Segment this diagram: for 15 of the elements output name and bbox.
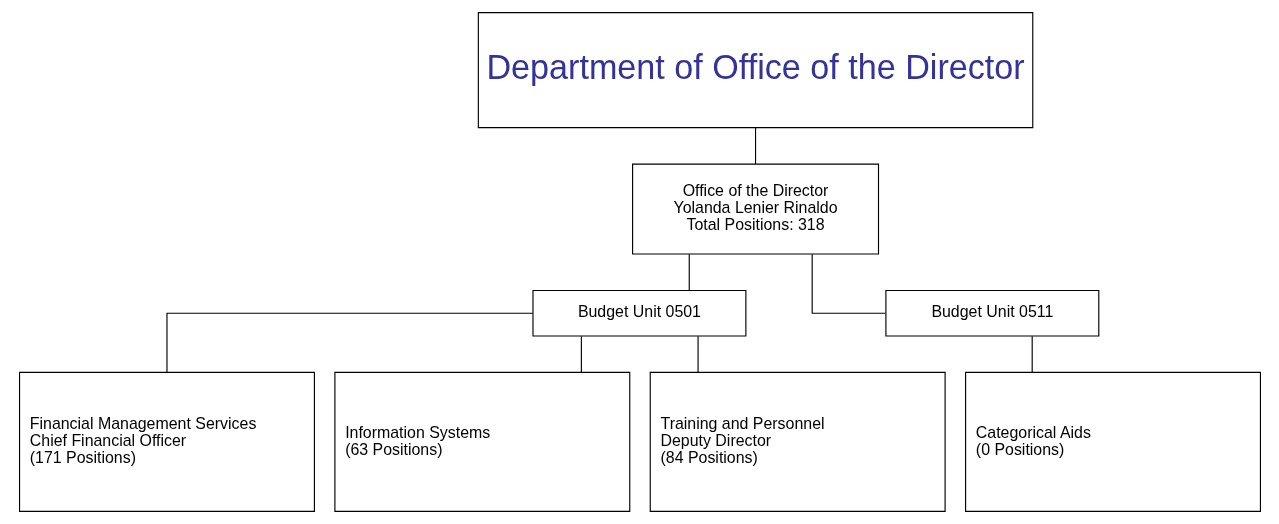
connector bbox=[754, 127, 756, 165]
node-box: Financial Management Services Chief Financial Officer (171 Positions) bbox=[18, 371, 315, 512]
node-box: Categorical Aids (0 Positions) bbox=[964, 371, 1261, 512]
connector bbox=[1031, 335, 1033, 373]
connector bbox=[580, 335, 582, 373]
connector bbox=[697, 335, 699, 373]
node-box: Budget Unit 0511 bbox=[884, 289, 1099, 337]
node-box: Department of Office of the Director bbox=[477, 12, 1033, 129]
node-box: Training and Personnel Deputy Director (84 Positions) bbox=[649, 371, 946, 512]
connector bbox=[688, 253, 690, 291]
node-box: Office of the Director Yolanda Lenier Rinaldo Total Positions: 318 bbox=[631, 163, 879, 255]
node-box: Budget Unit 0501 bbox=[531, 289, 746, 337]
connector bbox=[811, 253, 886, 314]
node-box: Information Systems (63 Positions) bbox=[333, 371, 630, 512]
connector bbox=[165, 312, 533, 373]
